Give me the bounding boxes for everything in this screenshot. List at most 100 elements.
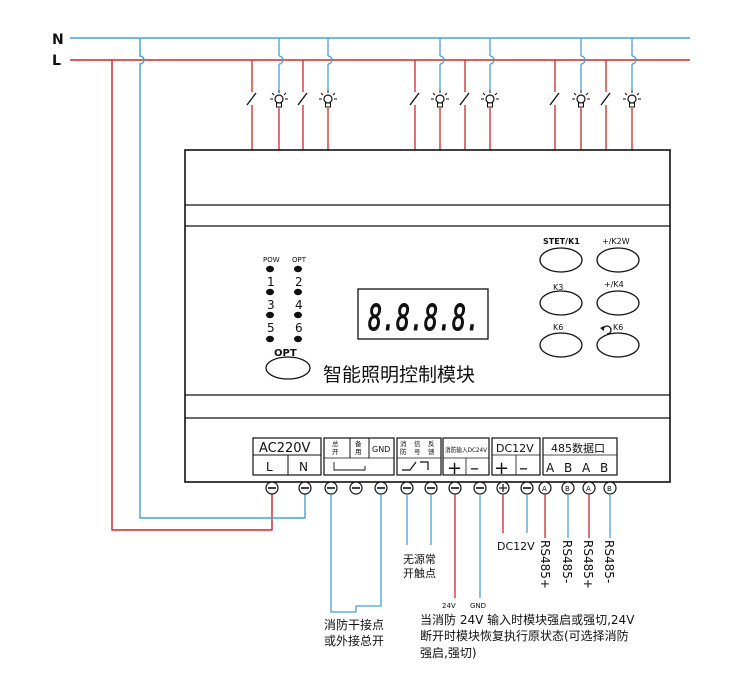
- k4-button[interactable]: [596, 290, 640, 316]
- terminal-letter: B: [607, 485, 612, 493]
- k4-label: +/K4: [604, 280, 624, 289]
- opt-button-label: OPT: [274, 348, 297, 359]
- set-k1-button[interactable]: [539, 247, 583, 273]
- led-number: 4: [295, 298, 303, 312]
- bottom-terminal: [374, 481, 388, 495]
- k2w-button[interactable]: [596, 247, 640, 273]
- k6-left-button[interactable]: [539, 332, 583, 358]
- ac-n-label: N: [299, 460, 308, 474]
- bottom-terminal: A: [582, 481, 596, 495]
- lamp-icon: [319, 90, 337, 108]
- lamp-icon: [431, 90, 449, 108]
- led-indicator: [294, 311, 302, 319]
- lamp-bulb: [576, 94, 586, 104]
- lamp-ray: [271, 92, 275, 96]
- minus-symbol: –: [519, 458, 528, 479]
- wire-hop: [580, 55, 586, 65]
- return-arrow-icon: [600, 325, 612, 335]
- minus-symbol: –: [470, 458, 479, 479]
- gnd-label: GND: [372, 445, 390, 454]
- k3-button[interactable]: [539, 290, 583, 316]
- wire-hop: [278, 55, 284, 65]
- lamp-base: [276, 102, 282, 108]
- bottom-terminal: [265, 481, 279, 495]
- rs485-box: [542, 437, 618, 476]
- feedback-label: 反: [428, 439, 435, 448]
- ac-terminal-box: [252, 437, 322, 476]
- opt-button[interactable]: [265, 356, 311, 380]
- lamp-ray: [585, 92, 589, 96]
- bottom-terminal: B: [561, 481, 575, 495]
- switch-icon: [409, 92, 420, 106]
- k6-right-button[interactable]: [596, 332, 640, 358]
- led-number: 2: [295, 275, 303, 289]
- led-number: 3: [267, 298, 275, 312]
- lamp-base: [437, 102, 443, 108]
- led-indicator: [294, 265, 302, 273]
- live-line-label: L: [52, 53, 61, 69]
- rs-a-label: A: [582, 461, 591, 475]
- fire-switch-note: 消防干接点: [324, 617, 384, 632]
- led-indicator: [294, 335, 302, 343]
- led-indicator: [266, 335, 274, 343]
- rs485-annotation: RS485+: [538, 540, 552, 589]
- lamp-bulb: [323, 94, 333, 104]
- rs485-annotation: RS485-: [602, 540, 616, 583]
- bottom-annotations: DC12V RS485+ RS485- RS485+ RS485- 无源常 开触…: [324, 540, 635, 660]
- contact-symbol: [402, 461, 429, 471]
- neutral-feed-wire: [139, 38, 306, 519]
- fire-input-note: 强启,强切): [420, 646, 477, 660]
- lamp-ray: [444, 92, 448, 96]
- ac220v-header: AC220V: [259, 441, 311, 456]
- feedback-label: 号: [414, 448, 421, 456]
- fire-input-note: 断开时模块恢复执行原状态(可选择消防: [420, 628, 629, 643]
- terminal-letter: A: [586, 485, 591, 493]
- switch-icon: [459, 92, 470, 106]
- bottom-terminal: [298, 481, 312, 495]
- fire-switch-note: 或外接总开: [324, 633, 384, 648]
- fire-input-label: 消防输入DC24V: [445, 445, 488, 454]
- 24v-label: 24V: [442, 602, 456, 610]
- bottom-terminal: [473, 481, 487, 495]
- bottom-terminal-block: AC220V L N 总 开 备 用 GND 消 防 信 号 反 馈 消防输入D…: [252, 437, 618, 479]
- lamp-ray: [624, 92, 628, 96]
- bottom-terminal: [496, 481, 510, 495]
- k6-left-label: K6: [553, 323, 563, 332]
- switch-icon: [549, 92, 560, 106]
- fire-switch-box: [323, 437, 395, 476]
- feedback-label: 信: [414, 439, 421, 448]
- dc12v-annotation: DC12V: [497, 540, 535, 553]
- switch-icon: [246, 92, 257, 106]
- bottom-terminal: [424, 481, 438, 495]
- lamp-ray: [432, 92, 436, 96]
- rs-b-label: B: [600, 461, 608, 475]
- fire-switch-wire: [330, 494, 382, 613]
- bottom-terminal: A: [538, 481, 552, 495]
- spare-label: 备: [355, 439, 362, 448]
- front-panel: POW OPT 1 2 3 4 5 6 OPT 8.8.8.8. 智能照明控制模…: [263, 237, 640, 386]
- neutral-line-label: N: [52, 32, 64, 48]
- bottom-terminal: [324, 481, 338, 495]
- spare-label: 用: [355, 448, 362, 456]
- lamp-ray: [283, 92, 287, 96]
- ac-l-label: L: [266, 460, 273, 474]
- feedback-label: 防: [400, 447, 407, 456]
- feedback-label: 馈: [428, 447, 435, 456]
- terminal-letter: A: [542, 485, 547, 493]
- feedback-box: [396, 437, 442, 476]
- lamp-bulb: [435, 94, 445, 104]
- lamp-icon: [481, 90, 499, 108]
- lamp-icon: [623, 90, 641, 108]
- module-name: 智能照明控制模块: [323, 364, 475, 386]
- rs-b-label: B: [564, 461, 572, 475]
- rs485-header: 485数据口: [551, 441, 605, 455]
- plus-symbol: +: [494, 458, 509, 479]
- lamp-ray: [573, 92, 577, 96]
- wire-hop: [439, 55, 445, 65]
- led-indicator: [266, 265, 274, 273]
- led-dots: [266, 265, 302, 343]
- bottom-terminal: [349, 481, 363, 495]
- lamp-base: [578, 102, 584, 108]
- dc12v-header: DC12V: [496, 442, 534, 455]
